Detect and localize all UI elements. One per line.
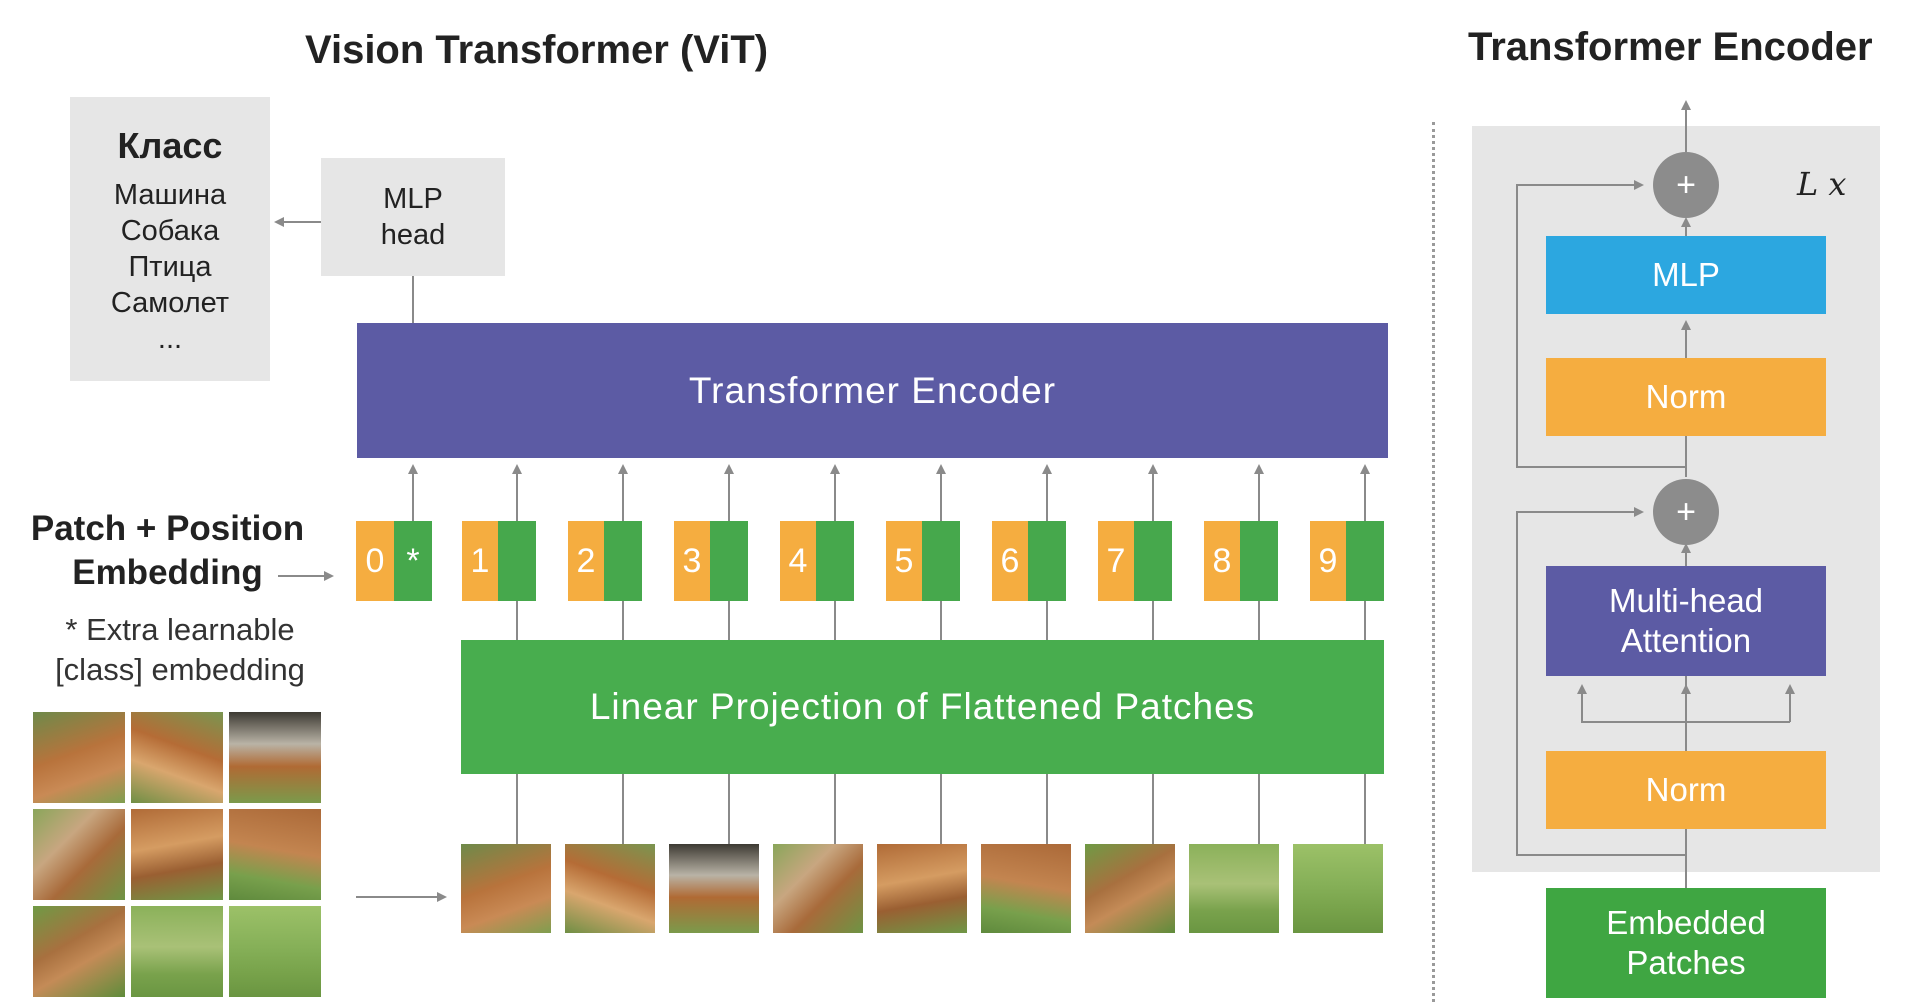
embedded-patches-block: Embedded Patches [1546, 888, 1826, 998]
sequence-patch [461, 844, 551, 933]
patch-position-label: Patch + Position Embedding [20, 507, 315, 595]
residual-connection-2 [1516, 180, 1686, 468]
token-number: 8 [1212, 541, 1232, 580]
token-position-2: 2 [568, 521, 604, 601]
token-patch-embedding [816, 521, 854, 601]
input-image-grid [33, 712, 323, 997]
sequence-patch [1293, 844, 1383, 933]
norm-label: Norm [1645, 378, 1727, 415]
token-position-7: 7 [1098, 521, 1134, 601]
token-position-0: 0 [356, 521, 394, 601]
linear-projection-block: Linear Projection of Flattened Patches [461, 640, 1384, 774]
image-patch [131, 809, 223, 900]
te-title: Transformer Encoder [1468, 25, 1873, 69]
sequence-patch [773, 844, 863, 933]
sequence-patch [981, 844, 1071, 933]
class-item: Самолет [110, 287, 230, 319]
token-position-4: 4 [780, 521, 816, 601]
sequence-patch [1189, 844, 1279, 933]
mlp-label: MLP [1652, 256, 1720, 293]
extra-embedding-note: * Extra learnable [class] embedding [20, 610, 340, 690]
token-position-3: 3 [674, 521, 710, 601]
separator [1432, 122, 1435, 1002]
attention-line1: Multi-head [1608, 582, 1764, 619]
token-patch-embedding [1346, 521, 1384, 601]
add-circle-top: + [1653, 152, 1719, 218]
transformer-encoder-block: Transformer Encoder [357, 323, 1388, 458]
token-position-6: 6 [992, 521, 1028, 601]
patch-position-line2: Embedding [72, 553, 263, 592]
mlp-head-line2: head [380, 219, 446, 251]
token-patch-embedding [604, 521, 642, 601]
sequence-patch [877, 844, 967, 933]
token-patch-embedding [1028, 521, 1066, 601]
plus-icon: + [1676, 492, 1696, 531]
flattened-patch-sequence [461, 844, 1386, 933]
token-position-5: 5 [886, 521, 922, 601]
attention-block: Multi-head Attention [1546, 566, 1826, 676]
image-patch [229, 809, 321, 900]
plus-icon: + [1676, 165, 1696, 204]
sequence-patch [669, 844, 759, 933]
note-line1: * Extra learnable [65, 612, 295, 647]
token-number: 2 [576, 541, 596, 580]
token-number: 0 [365, 541, 385, 580]
sequence-patch [1085, 844, 1175, 933]
token-number: 4 [788, 541, 808, 580]
token-number: 5 [894, 541, 914, 580]
embedded-line2: Patches [1626, 944, 1746, 981]
token-number: 6 [1000, 541, 1020, 580]
class-box: Класс Машина Собака Птица Самолет ... [70, 97, 270, 381]
sequence-patch [565, 844, 655, 933]
token-patch-embedding [922, 521, 960, 601]
note-line2: [class] embedding [55, 652, 305, 687]
image-patch [33, 712, 125, 803]
class-item: Машина [113, 179, 227, 211]
token-patch-embedding [498, 521, 536, 601]
residual-connection-1 [1516, 507, 1686, 856]
token-position-9: 9 [1310, 521, 1346, 601]
add-circle-bottom: + [1653, 479, 1719, 545]
token-number: 9 [1318, 541, 1338, 580]
image-patch [33, 809, 125, 900]
token-patch-embedding [1240, 521, 1278, 601]
image-patch [229, 712, 321, 803]
embedded-line1: Embedded [1606, 904, 1766, 941]
token-position-8: 8 [1204, 521, 1240, 601]
repeat-label: L x [1797, 165, 1847, 203]
token-class-embedding: * [394, 521, 432, 601]
token-position-1: 1 [462, 521, 498, 601]
class-box-title: Класс [117, 125, 223, 166]
token-number: 1 [470, 541, 490, 580]
token-number: 7 [1106, 541, 1126, 580]
norm-block-top: Norm [1546, 358, 1826, 436]
class-item: Птица [128, 251, 212, 283]
token-patch-embedding [710, 521, 748, 601]
attention-line2: Attention [1620, 622, 1752, 659]
mlp-head-line1: MLP [383, 183, 443, 215]
mlp-block: MLP [1546, 236, 1826, 314]
vit-title: Vision Transformer (ViT) [305, 28, 769, 72]
token-patch-embedding [1134, 521, 1172, 601]
token-number: 3 [682, 541, 702, 580]
class-item: ... [157, 323, 183, 355]
norm-block-bottom: Norm [1546, 751, 1826, 829]
mlp-head-box: MLP head [321, 158, 505, 276]
transformer-encoder-label: Transformer Encoder [688, 369, 1057, 411]
linear-projection-label: Linear Projection of Flattened Patches [589, 686, 1256, 727]
extra-token-symbol: * [406, 541, 420, 580]
image-patch [33, 906, 125, 997]
patch-position-line1: Patch + Position [30, 509, 305, 548]
image-patch [131, 906, 223, 997]
image-patch [229, 906, 321, 997]
class-item: Собака [120, 215, 220, 247]
image-patch [131, 712, 223, 803]
norm-label: Norm [1645, 771, 1727, 808]
